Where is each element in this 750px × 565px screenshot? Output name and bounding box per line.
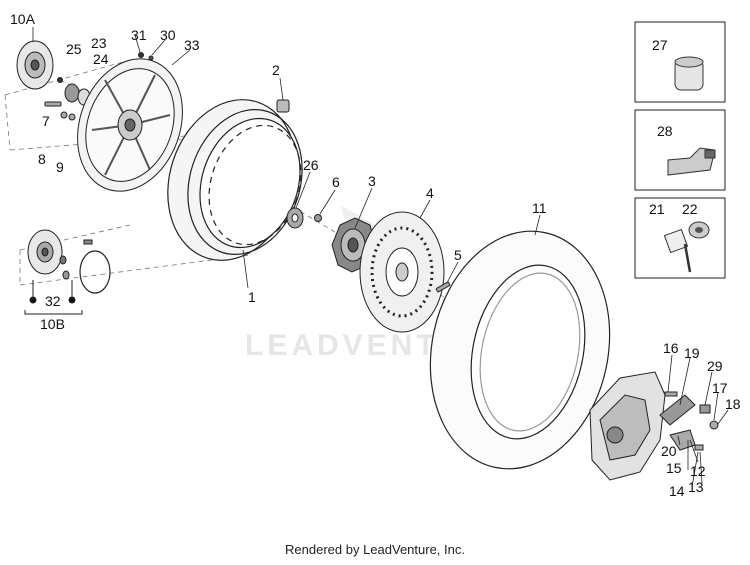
part-10a-hub-cap: [16, 40, 54, 90]
callout-14: 14: [669, 483, 685, 499]
callout-24: 24: [93, 51, 109, 67]
callout-33: 33: [184, 37, 200, 53]
callout-23: 23: [91, 35, 107, 51]
callout-21: 21: [649, 201, 665, 217]
callout-29: 29: [707, 358, 723, 374]
inset-box-27: [634, 21, 726, 103]
part-6-nut: [314, 214, 322, 222]
callout-26: 26: [303, 157, 319, 173]
callout-2: 2: [272, 62, 280, 78]
callout-13: 13: [688, 479, 704, 495]
part-7-8-9-bolts: [44, 101, 76, 121]
callout-27: 27: [652, 37, 668, 53]
callout-1: 1: [248, 289, 256, 305]
part-10b-hub-cap: [27, 229, 93, 280]
part-4-brake-disc: [359, 211, 445, 333]
part-11-tire: [429, 230, 611, 470]
callout-16: 16: [663, 340, 679, 356]
callout-15: 15: [666, 460, 682, 476]
callout-31: 31: [131, 27, 147, 43]
inset-box-21-22: [634, 197, 726, 279]
callout-3: 3: [368, 173, 376, 189]
callout-6: 6: [332, 174, 340, 190]
inset-box-28: [634, 109, 726, 191]
callout-22: 22: [682, 201, 698, 217]
callout-10a: 10A: [10, 11, 36, 27]
footer-credit: Rendered by LeadVenture, Inc.: [285, 542, 465, 557]
part-33-wheel-cover: [77, 58, 183, 192]
part-26-bearing: [286, 207, 304, 229]
part-1-rim: [167, 99, 303, 261]
callout-30: 30: [160, 27, 176, 43]
part-2-valve: [276, 99, 290, 113]
callout-17: 17: [712, 380, 728, 396]
callout-5: 5: [454, 247, 462, 263]
callout-19: 19: [684, 345, 700, 361]
callout-10b-bracket: [24, 280, 83, 315]
leader-lines: [32, 27, 729, 488]
callout-7: 7: [42, 113, 50, 129]
callout-18: 18: [725, 396, 741, 412]
part-caliper-assembly: [589, 371, 719, 481]
callout-9: 9: [56, 159, 64, 175]
callout-11: 11: [532, 200, 547, 216]
callout-12: 12: [690, 463, 706, 479]
callout-20: 20: [661, 443, 677, 459]
part-32-o-ring: [79, 250, 111, 294]
part-23-24-25-bearings: [57, 52, 154, 106]
callout-28: 28: [657, 123, 673, 139]
part-5-screw: [435, 281, 451, 293]
callout-25: 25: [66, 41, 82, 57]
callout-labels: 10A 25 23 24 31 30 33 7 8 9 2 26 6 3 4 5…: [10, 11, 741, 499]
callout-4: 4: [426, 185, 434, 201]
callout-10b: 10B: [40, 316, 65, 332]
callout-8: 8: [38, 151, 46, 167]
callout-32: 32: [45, 293, 61, 309]
